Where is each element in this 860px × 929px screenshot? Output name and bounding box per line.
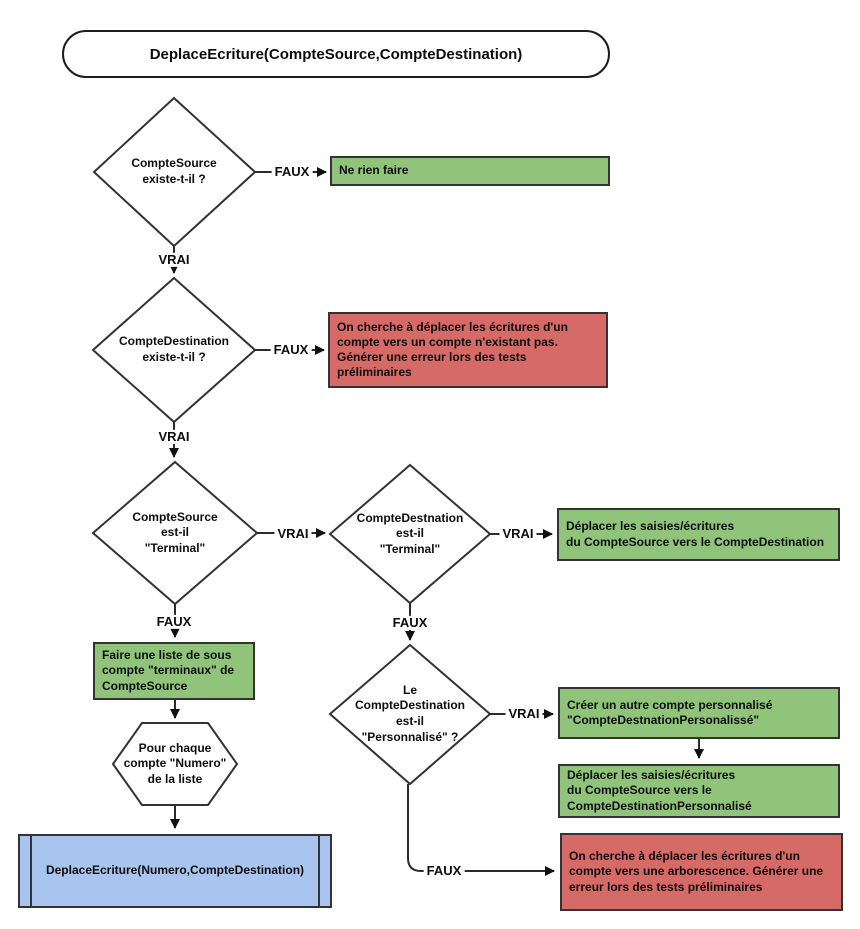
loop-pour-chaque-compte-label: Pour chaque compte "Numero" de la liste <box>123 740 227 786</box>
process-creer-compte-personnalise: Créer un autre compte personnalisé "Comp… <box>558 687 840 739</box>
edge-label-d5-vrai: VRAI <box>505 706 543 722</box>
process-deplacer-vers-destination: Déplacer les saisies/écritures du Compte… <box>557 508 840 561</box>
decision-compte-destination-terminal-label: CompteDestnation est-il "Terminal" <box>356 510 464 556</box>
subroutine-deplace-ecriture: DeplaceEcriture(Numero,CompteDestination… <box>18 834 332 908</box>
error-arborescence: On cherche à déplacer les écritures d'un… <box>560 833 843 911</box>
decision-compte-destination-existe-label: CompteDestination existe-t-il ? <box>118 334 229 364</box>
edge-label-d3-faux: FAUX <box>153 614 195 630</box>
edge-d5-faux-line <box>407 784 555 876</box>
start-node: DeplaceEcriture(CompteSource,CompteDesti… <box>62 30 610 78</box>
edge-label-d1-faux: FAUX <box>271 164 313 180</box>
decision-compte-source-terminal-label: CompteSource est-il "Terminal" <box>132 509 218 555</box>
error-compte-inexistant: On cherche à déplacer les écritures d'un… <box>328 312 608 388</box>
loop-pour-chaque-compte-shape <box>111 722 239 806</box>
edge-label-d2-vrai: VRAI <box>155 429 193 445</box>
edge-label-d1-vrai: VRAI <box>155 252 193 268</box>
process-liste-sous-comptes: Faire une liste de sous compte "terminau… <box>93 642 255 700</box>
process-deplacer-vers-personnalise: Déplacer les saisies/écritures du Compte… <box>558 764 840 818</box>
edge-label-d4-faux: FAUX <box>389 615 431 631</box>
edge-label-d4-vrai: VRAI <box>499 526 537 542</box>
decision-compte-destination-personnalise-shape <box>328 643 492 786</box>
edge-label-d5-faux: FAUX <box>423 863 465 879</box>
decision-compte-destination-personnalise-label: Le CompteDestination est-il "Personnalis… <box>354 682 465 744</box>
process-ne-rien-faire: Ne rien faire <box>330 156 610 186</box>
decision-compte-source-existe-label: CompteSource existe-t-il ? <box>131 156 217 186</box>
edge-label-d2-faux: FAUX <box>270 342 312 358</box>
edge-label-d3-vrai: VRAI <box>274 526 312 542</box>
